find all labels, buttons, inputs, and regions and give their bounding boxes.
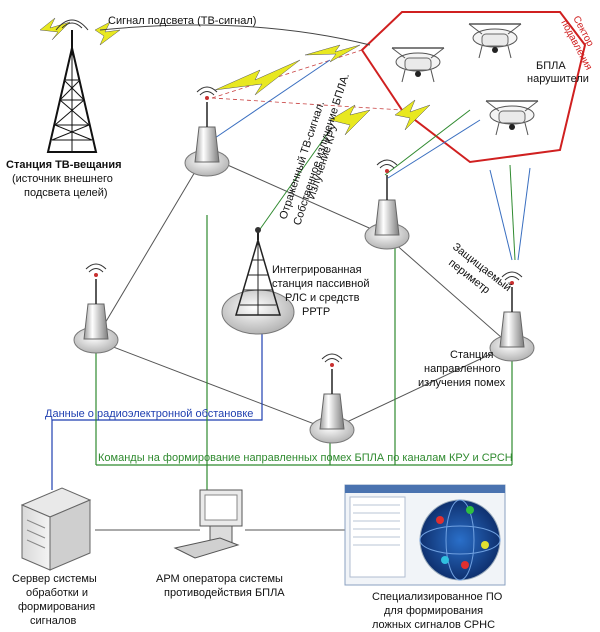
antenna-north xyxy=(184,86,230,177)
antenna-east xyxy=(489,271,535,362)
commands-line-label: Команды на формирование направленных пом… xyxy=(98,452,513,464)
passive-label-2: станция пассивной xyxy=(272,278,369,290)
uav-label-1: БПЛА xyxy=(536,60,566,72)
server-label-3: формирования xyxy=(18,601,95,613)
server-label-2: обработки и xyxy=(26,587,88,599)
passive-radar-station xyxy=(221,227,295,335)
data-line xyxy=(51,330,263,490)
arm-label-1: АРМ оператора системы xyxy=(156,573,283,585)
tv-tower-icon xyxy=(46,19,98,153)
jammer-dashed-lines xyxy=(211,49,403,111)
tv-signal-lightning xyxy=(39,17,431,136)
software-label-3: ложных сигналов СРНС xyxy=(372,619,495,631)
passive-label-1: Интегрированная xyxy=(272,264,362,276)
antenna-south xyxy=(309,353,355,444)
passive-label-4: РРТР xyxy=(302,306,330,318)
jammer-label-1: Станция xyxy=(450,349,493,361)
drone-icon-1 xyxy=(391,47,445,83)
uav-label-2: нарушители xyxy=(527,73,589,85)
antenna-east-upper xyxy=(364,159,410,250)
beams xyxy=(211,59,531,261)
tv-station-title: Станция ТВ-вещания xyxy=(6,159,122,171)
passive-label-3: РЛС и средств xyxy=(285,292,360,304)
software-screenshot xyxy=(344,484,506,586)
command-lines xyxy=(95,215,513,490)
antenna-west xyxy=(73,263,119,354)
tv-signal-line xyxy=(99,24,371,46)
protected-perimeter xyxy=(94,154,511,431)
data-line-label: Данные о радиоэлектронной обстановке xyxy=(45,408,253,420)
server-label-4: сигналов xyxy=(30,615,77,627)
arm-label-2: противодействия БПЛА xyxy=(164,587,285,599)
server-label-1: Сервер системы xyxy=(12,573,97,585)
server-icon xyxy=(20,487,92,571)
software-label-2: для формирования xyxy=(384,605,483,617)
tv-station-sub2: подсвета целей) xyxy=(24,187,108,199)
tv-station-sub1: (источник внешнего xyxy=(12,173,113,185)
tv-signal-label: Сигнал подсвета (ТВ-сигнал) xyxy=(108,15,256,27)
drone-icon-2 xyxy=(468,23,522,59)
workstation-icon xyxy=(173,489,243,559)
jammer-label-2: направленного xyxy=(424,363,501,375)
jammer-label-3: излучения помех xyxy=(418,377,506,389)
suppression-sector xyxy=(360,11,587,164)
software-label-1: Специализированное ПО xyxy=(372,591,503,603)
drone-icon-3 xyxy=(485,100,539,136)
